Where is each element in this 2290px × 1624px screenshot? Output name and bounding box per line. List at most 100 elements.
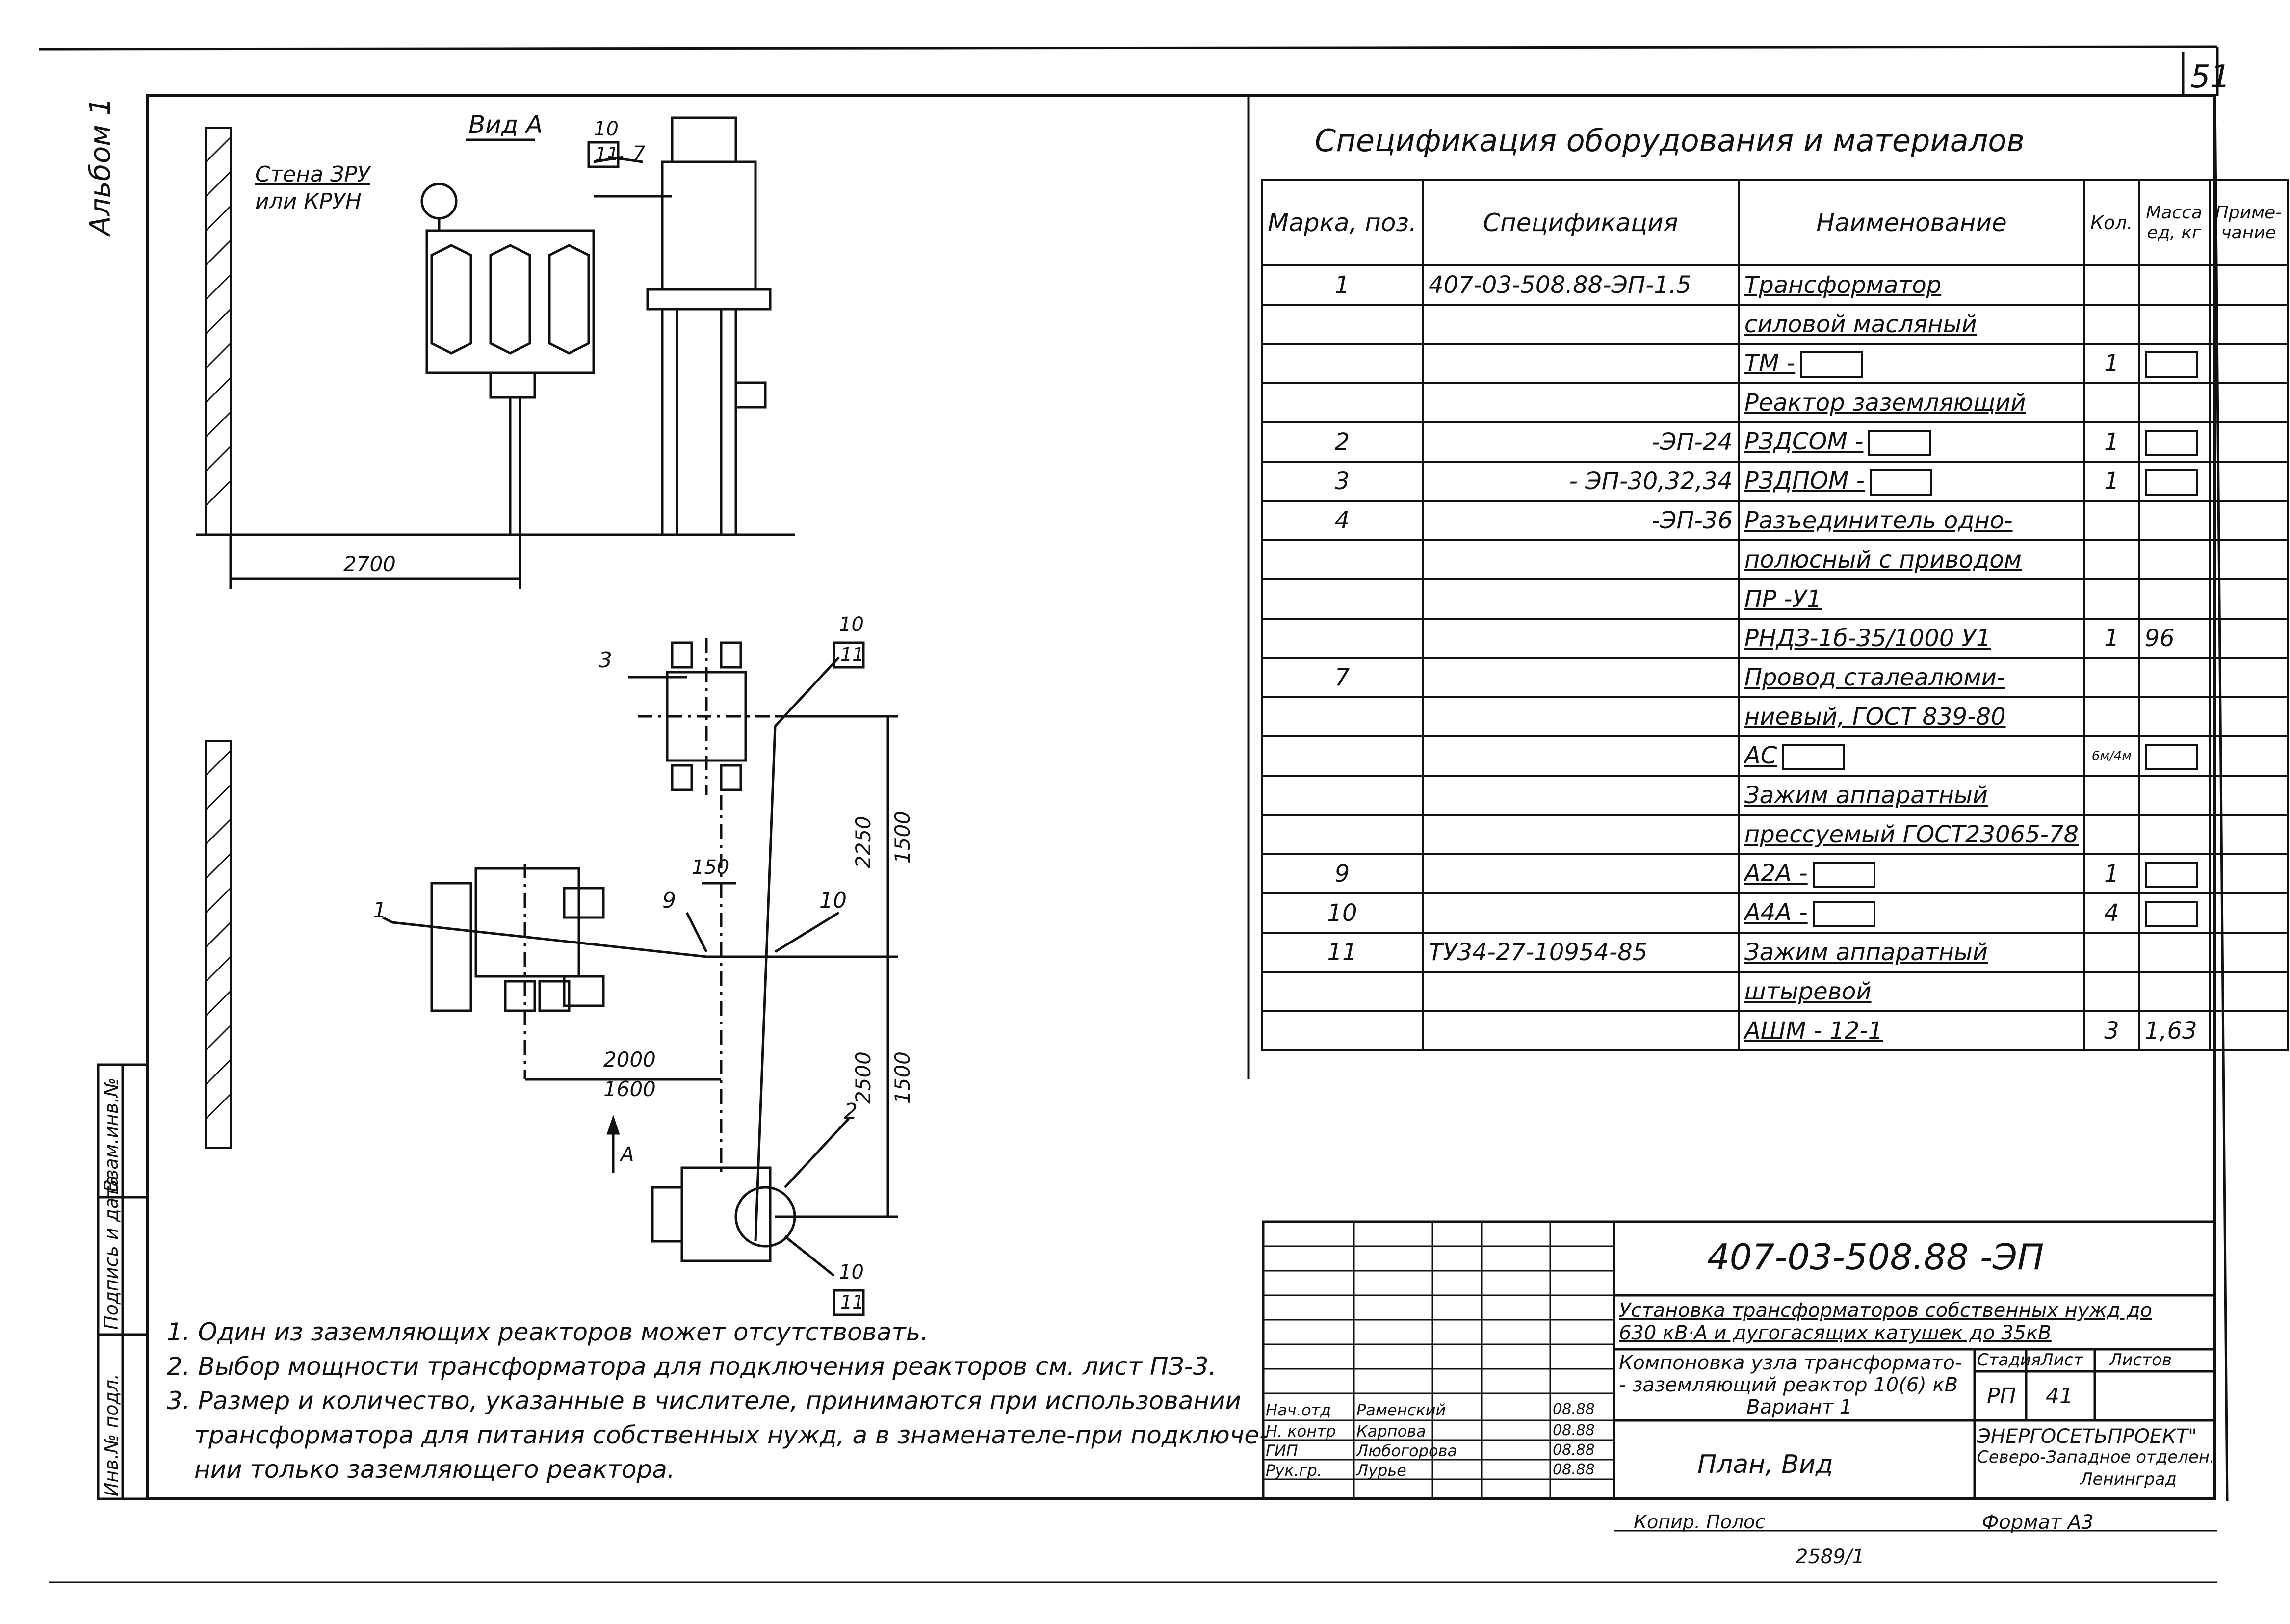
person-name-2: Карпова [1356,1422,1426,1441]
spec-cell [1261,971,1424,1012]
spec-cell-text: АШМ - 12-1 [1744,1017,1883,1045]
blank-box [1812,901,1875,927]
spec-cell-text: РЗДПОМ - [1744,467,1865,495]
spec-cell [2208,971,2289,1012]
spec-cell: ТУ34-27-10954-85 [1421,932,1740,973]
comp-3: Вариант 1 [1746,1396,1852,1418]
spec-row: АШМ - 12-1 3 1,63 [1261,1010,2289,1051]
spec-cell: 4 [2083,892,2140,934]
spec-row: ПР -У1 [1261,578,2289,620]
spec-cell [2083,264,2140,306]
spec-header: Наименование [1737,179,2086,266]
callout-11-top: 11 [595,143,619,165]
spec-cell: АШМ - 12-1 [1737,1010,2086,1051]
footer-num: 2589/1 [1796,1545,1865,1568]
spec-cell: - ЭП-30,32,34 [1421,461,1740,502]
spec-cell: Реактор заземляющий [1737,382,2086,423]
spec-cell [1421,578,1740,620]
sheet-title: План, Вид [1697,1450,1833,1479]
spec-cell [1261,539,1424,580]
spec-cell-text: РНДЗ-1б-35/1000 У1 [1744,625,1991,652]
spec-cell: 4 [1261,500,1424,541]
blank-box [2144,862,2198,888]
spec-cell [2208,500,2289,541]
spec-cell-text: А4А - [1744,899,1808,926]
blank-box [1800,351,1863,378]
notes: 1. Один из заземляющих реакторов может о… [167,1315,1268,1487]
spec-cell [1261,382,1424,423]
stamp-sign: Подпись и дата [101,1175,122,1330]
spec-cell [2137,853,2211,894]
dim-2500: 2500 [851,1051,875,1104]
spec-cell: РЗДСОМ - [1737,421,2086,463]
spec-cell [2208,461,2289,502]
spec-cell-text: 3 [1334,468,1350,495]
dim-2250: 2250 [851,816,875,868]
spec-cell [2208,696,2289,737]
spec-cell [2083,814,2140,855]
person-role-3: ГИП [1266,1441,1298,1460]
spec-cell-text: Зажим аппаратный [1744,939,1988,966]
spec-cell-text: 1 [2104,350,2119,377]
spec-cell-text: 1 [1334,271,1350,299]
spec-row: 7 Провод сталеалюми- [1261,657,2289,698]
spec-cell [2083,932,2140,973]
comp-2: - заземляющий реактор 10(6) кВ [1619,1374,1958,1396]
spec-cell-text: прессуемый ГОСТ23065-78 [1744,821,2079,848]
spec-cell-text: 7 [1334,664,1350,691]
spec-cell: 11 [1261,932,1424,973]
spec-cell-text: 1,63 [2144,1017,2197,1045]
callout-10-right: 10 [819,888,847,913]
spec-cell [1421,539,1740,580]
spec-cell-text: Зажим аппаратный [1744,782,1988,809]
spec-header: Масса ед, кг [2137,179,2211,266]
spec-cell [2137,264,2211,306]
spec-cell: Зажим аппаратный [1737,775,2086,816]
spec-cell-text: 9 [1334,860,1350,888]
dim-150: 150 [692,856,729,879]
spec-cell: 3 [1261,461,1424,502]
spec-cell: А4А - [1737,892,2086,934]
spec-cell [1261,343,1424,384]
spec-cell: 7 [1261,657,1424,698]
spec-cell: ниевый, ГОСТ 839-80 [1737,696,2086,737]
spec-cell [2208,932,2289,973]
spec-cell-text: 1 [2104,860,2119,888]
spec-cell-text: ТУ34-27-10954-85 [1428,939,1648,966]
spec-cell: полюсный с приводом [1737,539,2086,580]
spec-cell-text: 1 [2104,428,2119,456]
spec-cell [2208,264,2289,306]
dim-1500a: 1500 [890,811,914,864]
spec-cell [2208,578,2289,620]
blank-box [1812,862,1875,888]
spec-cell-text: 1 [2104,468,2119,495]
spec-cell-text: 3 [2104,1017,2119,1045]
blank-box [2144,351,2198,378]
spec-header: Спецификация [1421,179,1740,266]
person-name-3: Любогорова [1356,1441,1457,1460]
spec-cell [2083,382,2140,423]
spec-cell-text: Провод сталеалюми- [1744,664,2005,691]
spec-cell: Разъединитель одно- [1737,500,2086,541]
spec-cell-text: 407-03-508.88-ЭП-1.5 [1428,271,1691,299]
spec-row: силовой масляный [1261,304,2289,345]
callout-2: 2 [844,1099,858,1124]
spec-cell [1421,657,1740,698]
dim-2000: 2000 [603,1048,656,1072]
comp-1: Компоновка узла трансформато- [1619,1352,1962,1374]
spec-cell [2137,343,2211,384]
spec-cell-text: ниевый, ГОСТ 839-80 [1744,703,2006,731]
spec-cell [2208,775,2289,816]
spec-cell: 9 [1261,853,1424,894]
footer-format: Формат А3 [1982,1511,2094,1534]
spec-cell: 1 [1261,264,1424,306]
callout-10-mid: 10 [839,613,864,636]
spec-cell: РЗДПОМ - [1737,461,2086,502]
spec-cell [2137,932,2211,973]
callout-11-bottom: 11 [840,1291,864,1313]
spec-cell [2083,696,2140,737]
